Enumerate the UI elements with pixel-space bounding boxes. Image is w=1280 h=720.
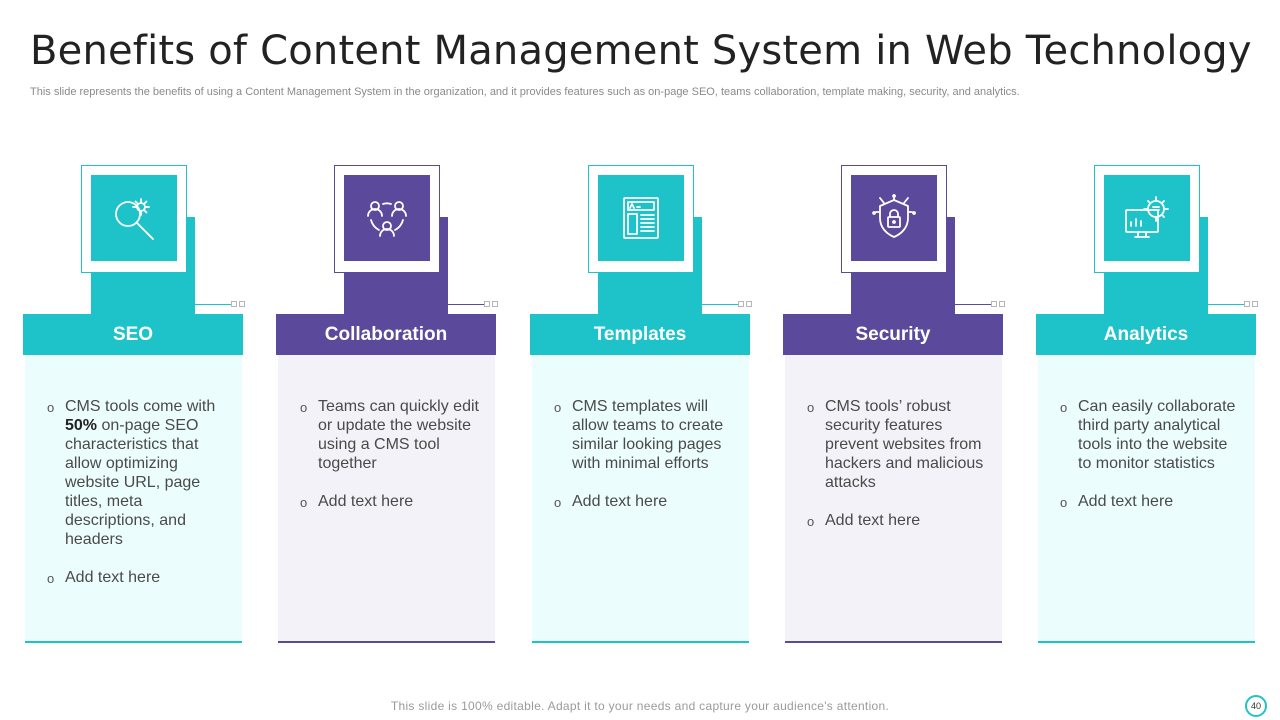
- card-header: SEO: [23, 314, 243, 355]
- icon-tile: [344, 175, 430, 261]
- connector-line: [133, 304, 231, 305]
- bullet-item: Add text here: [554, 492, 735, 512]
- card-body: CMS templates will allow teams to create…: [532, 355, 749, 643]
- connector-dot: [239, 301, 245, 307]
- bullet-text: Add text here: [318, 493, 414, 510]
- connector-line: [893, 304, 991, 305]
- bullet-item: Teams can quickly edit or update the web…: [300, 397, 481, 473]
- card-title: Templates: [593, 323, 687, 345]
- slide-subtitle: This slide represents the benefits of us…: [30, 86, 1020, 98]
- bullet-text: Add text here: [572, 493, 668, 510]
- bullet-text: Add text here: [65, 569, 161, 586]
- analytics-monitor-icon: [1121, 192, 1173, 244]
- bullet-text: Add text here: [825, 512, 921, 529]
- bullet-emphasis: 50%: [65, 417, 98, 434]
- bullet-item: CMS templates will allow teams to create…: [554, 397, 735, 473]
- bullet-item: Add text here: [300, 492, 481, 512]
- icon-tile: [91, 175, 177, 261]
- footer-note: This slide is 100% editable. Adapt it to…: [390, 699, 890, 713]
- card-title: Security: [855, 323, 931, 345]
- connector-dot: [484, 301, 490, 307]
- team-collaboration-icon: [361, 192, 413, 244]
- connector-line: [1146, 273, 1147, 305]
- bullet-item: Add text here: [1060, 492, 1241, 512]
- shield-lock-icon: [868, 192, 920, 244]
- bullet-item: Add text here: [47, 568, 228, 588]
- icon-tile: [851, 175, 937, 261]
- bullet-text: Can easily collaborate third party analy…: [1078, 398, 1236, 472]
- connector-line: [640, 304, 738, 305]
- card-title: Collaboration: [324, 323, 448, 345]
- template-document-icon: [615, 192, 667, 244]
- connector-dot: [999, 301, 1005, 307]
- page-number: 40: [1245, 695, 1267, 717]
- bullet-text: CMS tools come with: [65, 398, 216, 415]
- connector-line: [386, 273, 387, 305]
- card-body: CMS tools’ robust security features prev…: [785, 355, 1002, 643]
- icon-tile: [1104, 175, 1190, 261]
- bullet-item: CMS tools come with 50% on-page SEO char…: [47, 397, 228, 549]
- connector-line: [133, 273, 134, 305]
- card-security: Security CMS tools’ robust security feat…: [783, 165, 1005, 643]
- icon-tile: [598, 175, 684, 261]
- bullet-list: CMS templates will allow teams to create…: [532, 355, 749, 512]
- bullet-text: Teams can quickly edit or update the web…: [318, 398, 479, 472]
- connector-dot: [1244, 301, 1250, 307]
- connector-dot: [991, 301, 997, 307]
- bullet-list: CMS tools come with 50% on-page SEO char…: [25, 355, 242, 588]
- card-header: Collaboration: [276, 314, 496, 355]
- connector-dot: [1252, 301, 1258, 307]
- bullet-text: Add text here: [1078, 493, 1174, 510]
- connector-line: [893, 273, 894, 305]
- connector-line: [1146, 304, 1244, 305]
- connector-dot: [492, 301, 498, 307]
- connector-line: [386, 304, 484, 305]
- bullet-list: Can easily collaborate third party analy…: [1038, 355, 1255, 512]
- card-analytics: Analytics Can easily collaborate third p…: [1036, 165, 1258, 643]
- card-header: Analytics: [1036, 314, 1256, 355]
- card-header: Security: [783, 314, 1003, 355]
- slide-title: Benefits of Content Management System in…: [30, 28, 1252, 74]
- bullet-item: CMS tools’ robust security features prev…: [807, 397, 988, 492]
- card-title: SEO: [112, 323, 154, 345]
- card-title: Analytics: [1103, 323, 1189, 345]
- connector-dot: [738, 301, 744, 307]
- card-header: Templates: [530, 314, 750, 355]
- bullet-text: CMS templates will allow teams to create…: [572, 398, 724, 472]
- bullet-list: Teams can quickly edit or update the web…: [278, 355, 495, 512]
- seo-gear-magnifier-icon: [108, 192, 160, 244]
- bullet-text: CMS tools’ robust security features prev…: [825, 398, 984, 491]
- connector-dot: [231, 301, 237, 307]
- card-body: CMS tools come with 50% on-page SEO char…: [25, 355, 242, 643]
- card-seo: SEO CMS tools come with 50% on-page SEO …: [23, 165, 245, 643]
- card-templates: Templates CMS templates will allow teams…: [530, 165, 752, 643]
- card-body: Can easily collaborate third party analy…: [1038, 355, 1255, 643]
- card-body: Teams can quickly edit or update the web…: [278, 355, 495, 643]
- bullet-item: Can easily collaborate third party analy…: [1060, 397, 1241, 473]
- bullet-text: on-page SEO characteristics that allow o…: [65, 417, 201, 548]
- bullet-list: CMS tools’ robust security features prev…: [785, 355, 1002, 531]
- card-collaboration: Collaboration Teams can quickly edit or …: [276, 165, 498, 643]
- connector-line: [640, 273, 641, 305]
- bullet-item: Add text here: [807, 511, 988, 531]
- connector-dot: [746, 301, 752, 307]
